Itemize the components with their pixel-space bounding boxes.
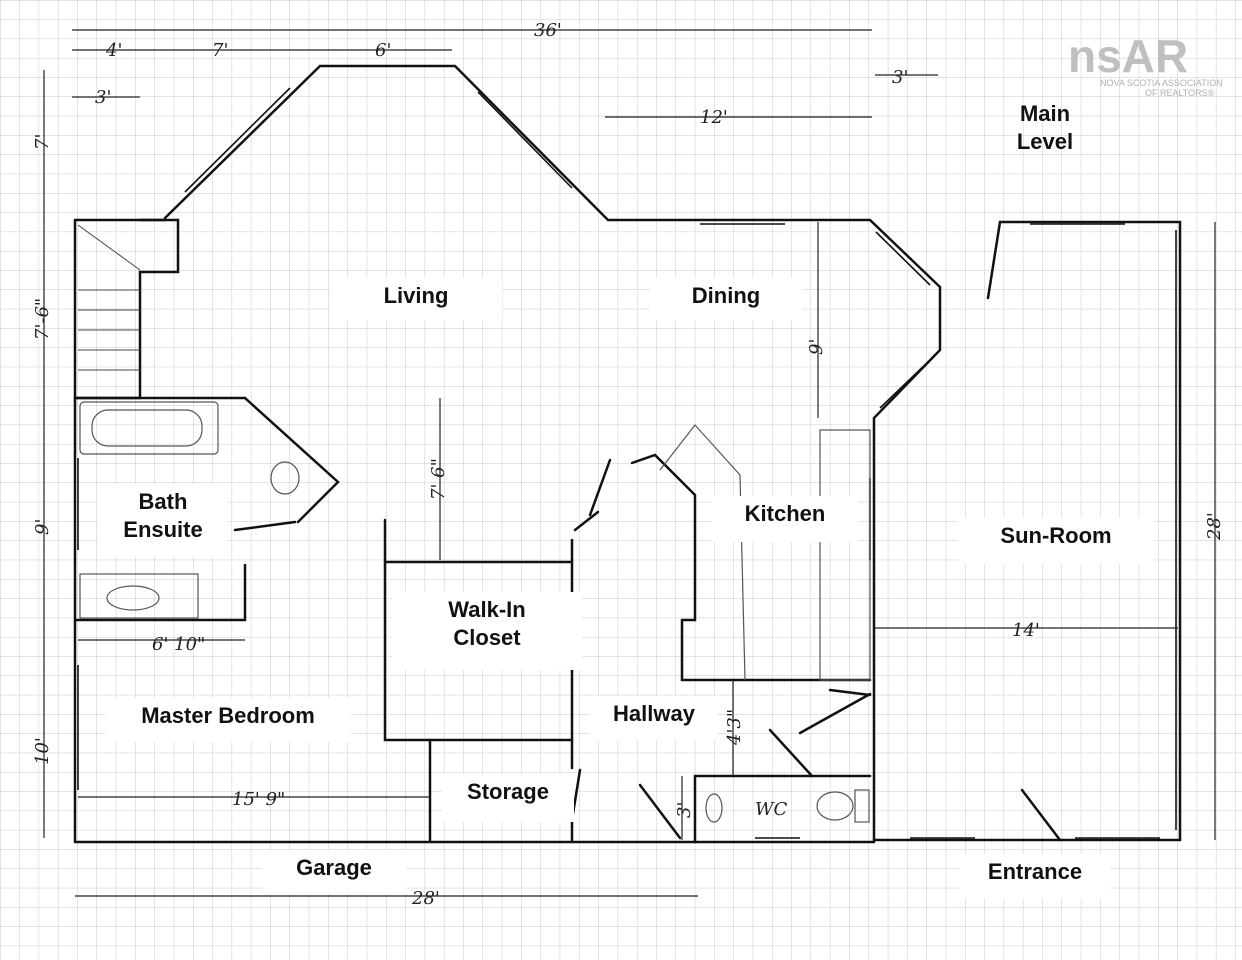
room-walk-in-closet: Walk-In Closet: [392, 592, 582, 670]
level-title-line1: Main: [1019, 101, 1071, 126]
room-entrance: Entrance: [960, 854, 1110, 898]
dim-top-7: 7': [212, 40, 228, 61]
dim-top-total: 36': [534, 20, 562, 41]
room-garage: Garage: [262, 850, 406, 894]
room-living: Living: [330, 278, 502, 320]
dim-sun-14: 14': [1012, 620, 1040, 641]
dim-right-28: 28': [1204, 512, 1225, 541]
dim-wc-3: 3': [674, 802, 695, 818]
room-hallway: Hallway: [590, 696, 718, 740]
dim-dining-9: 9': [806, 339, 827, 355]
nsar-logo: nsAR NOVA SCOTIA ASSOCIATION OF REALTORS…: [1068, 30, 1223, 98]
logo-mark: nsAR: [1068, 30, 1188, 82]
logo-tagline: NOVA SCOTIA ASSOCIATION: [1100, 78, 1223, 88]
dimension-lines: [43, 29, 1216, 897]
room-kitchen: Kitchen: [712, 496, 858, 542]
dim-top-6: 6': [375, 40, 391, 61]
level-title-line2: Level: [1016, 129, 1074, 154]
dim-top-3a: 3': [95, 87, 111, 108]
dim-left-9: 9': [32, 519, 53, 535]
logo-tagline2: OF REALTORS®: [1145, 88, 1215, 98]
dim-left-7-6: 7'-6": [32, 298, 53, 340]
room-bath-ensuite: Bath Ensuite: [98, 484, 228, 556]
windows: [77, 87, 1177, 839]
dim-master-15-9: 15' 9": [232, 789, 285, 810]
room-sun-room: Sun-Room: [958, 518, 1154, 564]
level-title: Main Level: [1000, 100, 1090, 156]
dim-bath-6-10: 6' 10": [152, 634, 205, 655]
dim-top-3b: 3': [892, 67, 908, 88]
dimension-labels: 36' 4' 7' 6' 3' 3' 12' 7' 7'-6" 9' 10' 2…: [32, 20, 1225, 909]
dim-top-12: 12': [700, 107, 728, 128]
dim-hall-4-3: 4'3": [724, 709, 745, 746]
wc-label: WC: [755, 799, 788, 820]
room-storage: Storage: [442, 774, 574, 822]
dim-top-4: 4': [105, 40, 122, 61]
dim-closet-7-6: 7' 6": [428, 458, 449, 500]
room-dining: Dining: [650, 278, 802, 320]
staircase: [77, 224, 141, 371]
room-master-bedroom: Master Bedroom: [105, 698, 351, 742]
dim-left-7: 7': [32, 134, 53, 150]
dim-bottom-28: 28': [411, 888, 440, 909]
dim-left-10: 10': [32, 737, 53, 765]
